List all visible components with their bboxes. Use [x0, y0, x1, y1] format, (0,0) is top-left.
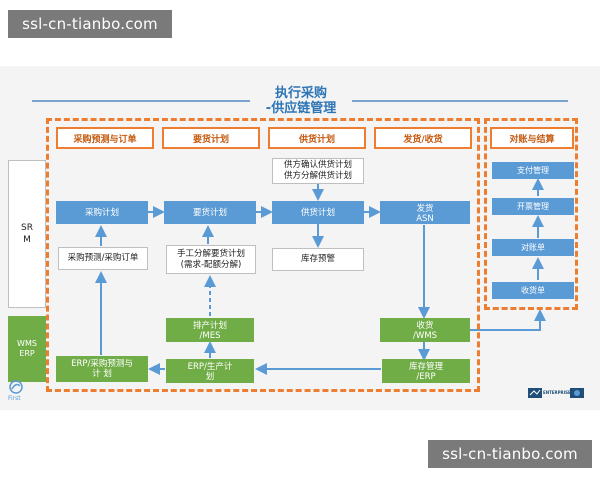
column-header-demand: 要货计划: [162, 127, 260, 149]
settlement-frame: [484, 118, 578, 310]
node-purchase-plan: 采购计划: [56, 201, 148, 224]
node-scheduling-mes: 排产计划 /MES: [166, 318, 254, 342]
column-header-settlement: 对账与结算: [490, 127, 574, 149]
node-supply-plan: 供货计划: [272, 201, 364, 224]
arrow-receive-to-settlement: [470, 309, 546, 331]
diagram-title: 执行采购 -供应链管理: [250, 86, 352, 116]
node-inventory-alert: 库存预警: [272, 248, 364, 271]
node-forecast-order: 采购预测/采购订单: [58, 247, 148, 270]
node-demand-plan: 要货计划: [164, 201, 256, 224]
node-erp-purchase-forecast: ERP/采购预测与 计 划: [56, 356, 148, 382]
column-header-shipping: 发货/收货: [374, 127, 472, 149]
side-label-wms-erp-text: WMS ERP: [17, 339, 37, 358]
side-label-srm: SRM: [8, 160, 46, 308]
partner-logo-icon: [570, 388, 584, 398]
node-receipt: 收货单: [492, 282, 574, 299]
watermark-top: ssl-cn-tianbo.com: [8, 10, 172, 38]
node-supplier-confirm: 供方确认供货计划 供方分解供货计划: [272, 158, 364, 184]
node-invoice-mgmt: 开票管理: [492, 198, 574, 215]
side-label-wms-erp: WMS ERP: [8, 316, 46, 382]
first-logo-icon: [9, 380, 23, 394]
node-ship-asn: 发货 ASN: [380, 201, 470, 224]
node-payment-mgmt: 支付管理: [492, 162, 574, 179]
watermark-bottom: ssl-cn-tianbo.com: [428, 440, 592, 468]
node-inventory-erp: 库存管理 /ERP: [382, 359, 470, 383]
node-receive-wms: 收货 /WMS: [380, 318, 470, 342]
side-label-srm-text: SRM: [21, 223, 33, 245]
enterprise-logo-text: ENTERPRISE: [543, 390, 571, 395]
node-statement: 对账单: [492, 239, 574, 256]
column-header-forecast: 采购预测与订单: [56, 127, 154, 149]
enterprise-logo-icon: [528, 388, 542, 398]
title-line-2: -供应链管理: [265, 101, 337, 116]
title-line-1: 执行采购: [274, 86, 327, 101]
node-manual-split: 手工分解要货计划 (需求-配额分解): [166, 245, 256, 274]
column-header-supply: 供货计划: [268, 127, 366, 149]
first-logo-text: First: [8, 395, 21, 402]
node-erp-production: ERP/生产计 划: [166, 359, 254, 383]
supply-chain-frame: [46, 118, 480, 392]
